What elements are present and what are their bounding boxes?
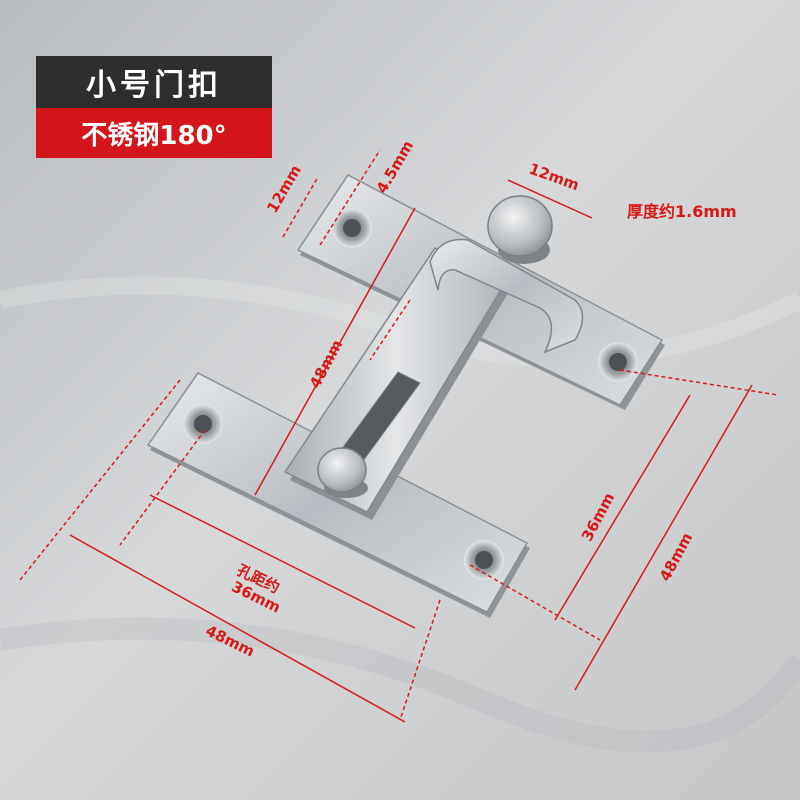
dimension-lines: [19, 149, 779, 723]
dim-thickness: 厚度约1.6mm: [627, 202, 737, 221]
screw-hole-upper-right: [598, 342, 638, 382]
product-title-badge: 小号门扣: [36, 56, 272, 108]
knob-top: [487, 195, 553, 264]
material-badge: 不锈钢180°: [36, 108, 272, 158]
screw-hole-lower-left: [183, 404, 223, 444]
knob-slide: [317, 447, 368, 498]
screw-hole-lower-right: [464, 540, 504, 580]
screw-hole-upper-left: [332, 208, 372, 248]
guard-bracket: [429, 238, 584, 354]
